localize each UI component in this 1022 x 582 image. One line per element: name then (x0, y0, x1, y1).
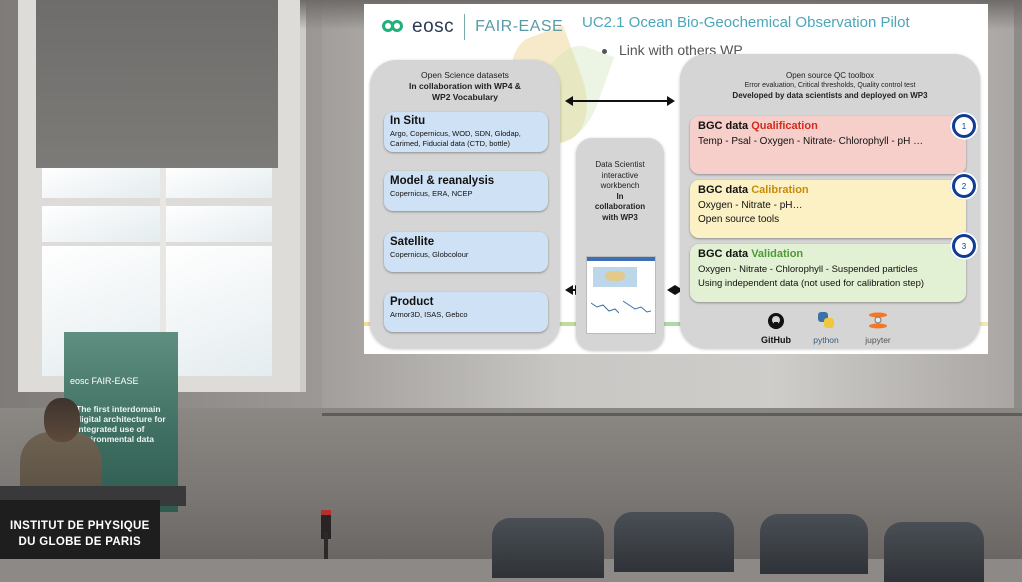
panel-header-line: Open Science datasets (421, 70, 509, 80)
qc-step-keyword: Calibration (751, 184, 809, 196)
window-pane (166, 168, 272, 198)
workbench-line: In (616, 191, 624, 201)
eosc-fair-ease-logo: eosc FAIR-EASE (382, 14, 563, 40)
qc-step-validation: BGC data Validation Oxygen - Nitrate - C… (690, 244, 966, 302)
github-icon (768, 313, 784, 329)
mini-chart-icon (591, 302, 619, 314)
qc-step-prefix: BGC data (698, 184, 752, 196)
workbench-line: workbench (600, 181, 640, 190)
python-logo: python (806, 310, 846, 345)
qc-header-line: Open source QC toolbox (785, 71, 875, 80)
step-number: 3 (955, 237, 973, 255)
double-arrow-icon (565, 96, 675, 106)
qc-step-calibration: BGC data Calibration Oxygen - Nitrate - … (690, 180, 966, 238)
jupyter-icon (869, 312, 887, 329)
decor-strip (364, 322, 988, 326)
screen-bottom-edge (322, 413, 1022, 416)
qc-step-prefix: BGC data (698, 120, 752, 132)
qc-toolbox-panel: Open source QC toolbox Error evaluation,… (680, 54, 980, 348)
panel-header-line: In collaboration with WP4 & (409, 81, 521, 91)
qc-step-title: BGC data Qualification (698, 120, 958, 132)
datasets-panel-header: Open Science datasets In collaboration w… (370, 70, 560, 103)
audience-seat (884, 522, 984, 582)
python-icon (818, 312, 834, 328)
workbench-line: collaboration (594, 202, 646, 211)
logo-fair-ease: FAIR-EASE (475, 18, 564, 35)
mini-chart-icon (623, 300, 651, 313)
workbench-screenshot (586, 256, 656, 334)
window-mullion (160, 168, 166, 380)
microphone (321, 510, 331, 539)
workbench-text: Data Scientist interactive workbench In … (576, 160, 664, 223)
datasets-panel: Open Science datasets In collaboration w… (370, 60, 560, 348)
dataset-card-model: Model & reanalysis Copernicus, ERA, NCEP (384, 171, 548, 211)
qc-step-prefix: BGC data (698, 248, 752, 260)
qc-header-line: Error evaluation, Critical thresholds, Q… (744, 82, 916, 89)
qc-step-qualification: BGC data Qualification Temp - Psal - Oxy… (690, 116, 966, 174)
slide-title: UC2.1 Ocean Bio-Geochemical Observation … (582, 14, 910, 31)
qc-step-keyword: Validation (751, 248, 804, 260)
logo-divider (464, 14, 466, 40)
workbench-line: interactive (601, 170, 639, 180)
dataset-card-in-situ: In Situ Argo, Copernicus, WOD, SDN, Glod… (384, 112, 548, 152)
jupyter-logo: jupyter (858, 310, 898, 345)
window-pane (42, 206, 160, 242)
audience-seat (614, 512, 734, 572)
qc-step-title: BGC data Validation (698, 248, 958, 260)
window-pane (42, 168, 160, 198)
qc-step-desc: Oxygen - Nitrate - Chlorophyll - Suspend… (698, 264, 918, 275)
github-label: GitHub (761, 335, 791, 345)
dataset-card-product: Product Armor3D, ISAS, Gebco (384, 292, 548, 332)
workbench-line: Data Scientist (595, 160, 645, 169)
dataset-desc: Armor3D, ISAS, Gebco (390, 310, 468, 319)
step-number-badge: 2 (950, 172, 978, 200)
speaker-head (44, 398, 80, 442)
dataset-desc: Copernicus, ERA, NCEP (390, 189, 473, 198)
microphone-stand (324, 532, 328, 559)
github-logo: GitHub (756, 312, 796, 345)
qc-step-desc: Oxygen - Nitrate - pH… (698, 200, 803, 211)
workbench-panel: Data Scientist interactive workbench In … (576, 138, 664, 350)
qc-header-line: Developed by data scientists and deploye… (732, 91, 928, 100)
dataset-title: Model & reanalysis (390, 175, 495, 187)
audience-seat (492, 518, 604, 578)
dataset-title: Satellite (390, 236, 435, 248)
step-number: 2 (955, 177, 973, 195)
step-number-badge: 3 (950, 232, 978, 260)
bullet-dot-icon (602, 48, 607, 54)
qc-step-title: BGC data Calibration (698, 184, 958, 196)
jupyter-label: jupyter (865, 335, 891, 345)
qc-step-desc: Using independent data (not used for cal… (698, 278, 925, 289)
banner-logo: eosc FAIR-EASE (70, 376, 139, 386)
step-number-badge: 1 (950, 112, 978, 140)
audience-seat (760, 514, 868, 574)
dataset-card-satellite: Satellite Copernicus, Globcolour (384, 232, 548, 272)
panel-header-line: WP2 Vocabulary (432, 92, 498, 102)
dataset-desc: Copernicus, Globcolour (390, 250, 469, 259)
double-arrow-icon (667, 285, 683, 295)
podium-label: INSTITUT DE PHYSIQUE DU GLOBE DE PARIS (10, 518, 150, 550)
python-label: python (813, 335, 839, 345)
qc-step-desc: Open source tools (698, 214, 780, 225)
dataset-title: In Situ (390, 115, 426, 127)
banner-text: The first interdomain digital architectu… (76, 404, 166, 444)
workbench-line: with WP3 (602, 212, 638, 222)
qc-step-desc: Temp - Psal - Oxygen - Nitrate- Chloroph… (698, 136, 924, 147)
logo-eosc: eosc (412, 16, 455, 37)
eosc-infinity-icon (382, 20, 406, 34)
qc-step-keyword: Qualification (751, 120, 818, 132)
dataset-desc: Argo, Copernicus, WOD, SDN, Glodap, Cari… (390, 129, 521, 148)
podium (0, 500, 160, 559)
step-number: 1 (955, 117, 973, 135)
window-pane (166, 206, 272, 242)
podium-label-line: DU GLOBE DE PARIS (18, 536, 141, 548)
window-blind (36, 0, 278, 168)
qc-toolbox-header: Open source QC toolbox Error evaluation,… (680, 71, 980, 101)
projected-slide: eosc FAIR-EASE UC2.1 Ocean Bio-Geochemic… (364, 4, 988, 354)
dataset-title: Product (390, 296, 434, 308)
podium-label-line: INSTITUT DE PHYSIQUE (10, 520, 150, 532)
window-pane (166, 246, 272, 376)
